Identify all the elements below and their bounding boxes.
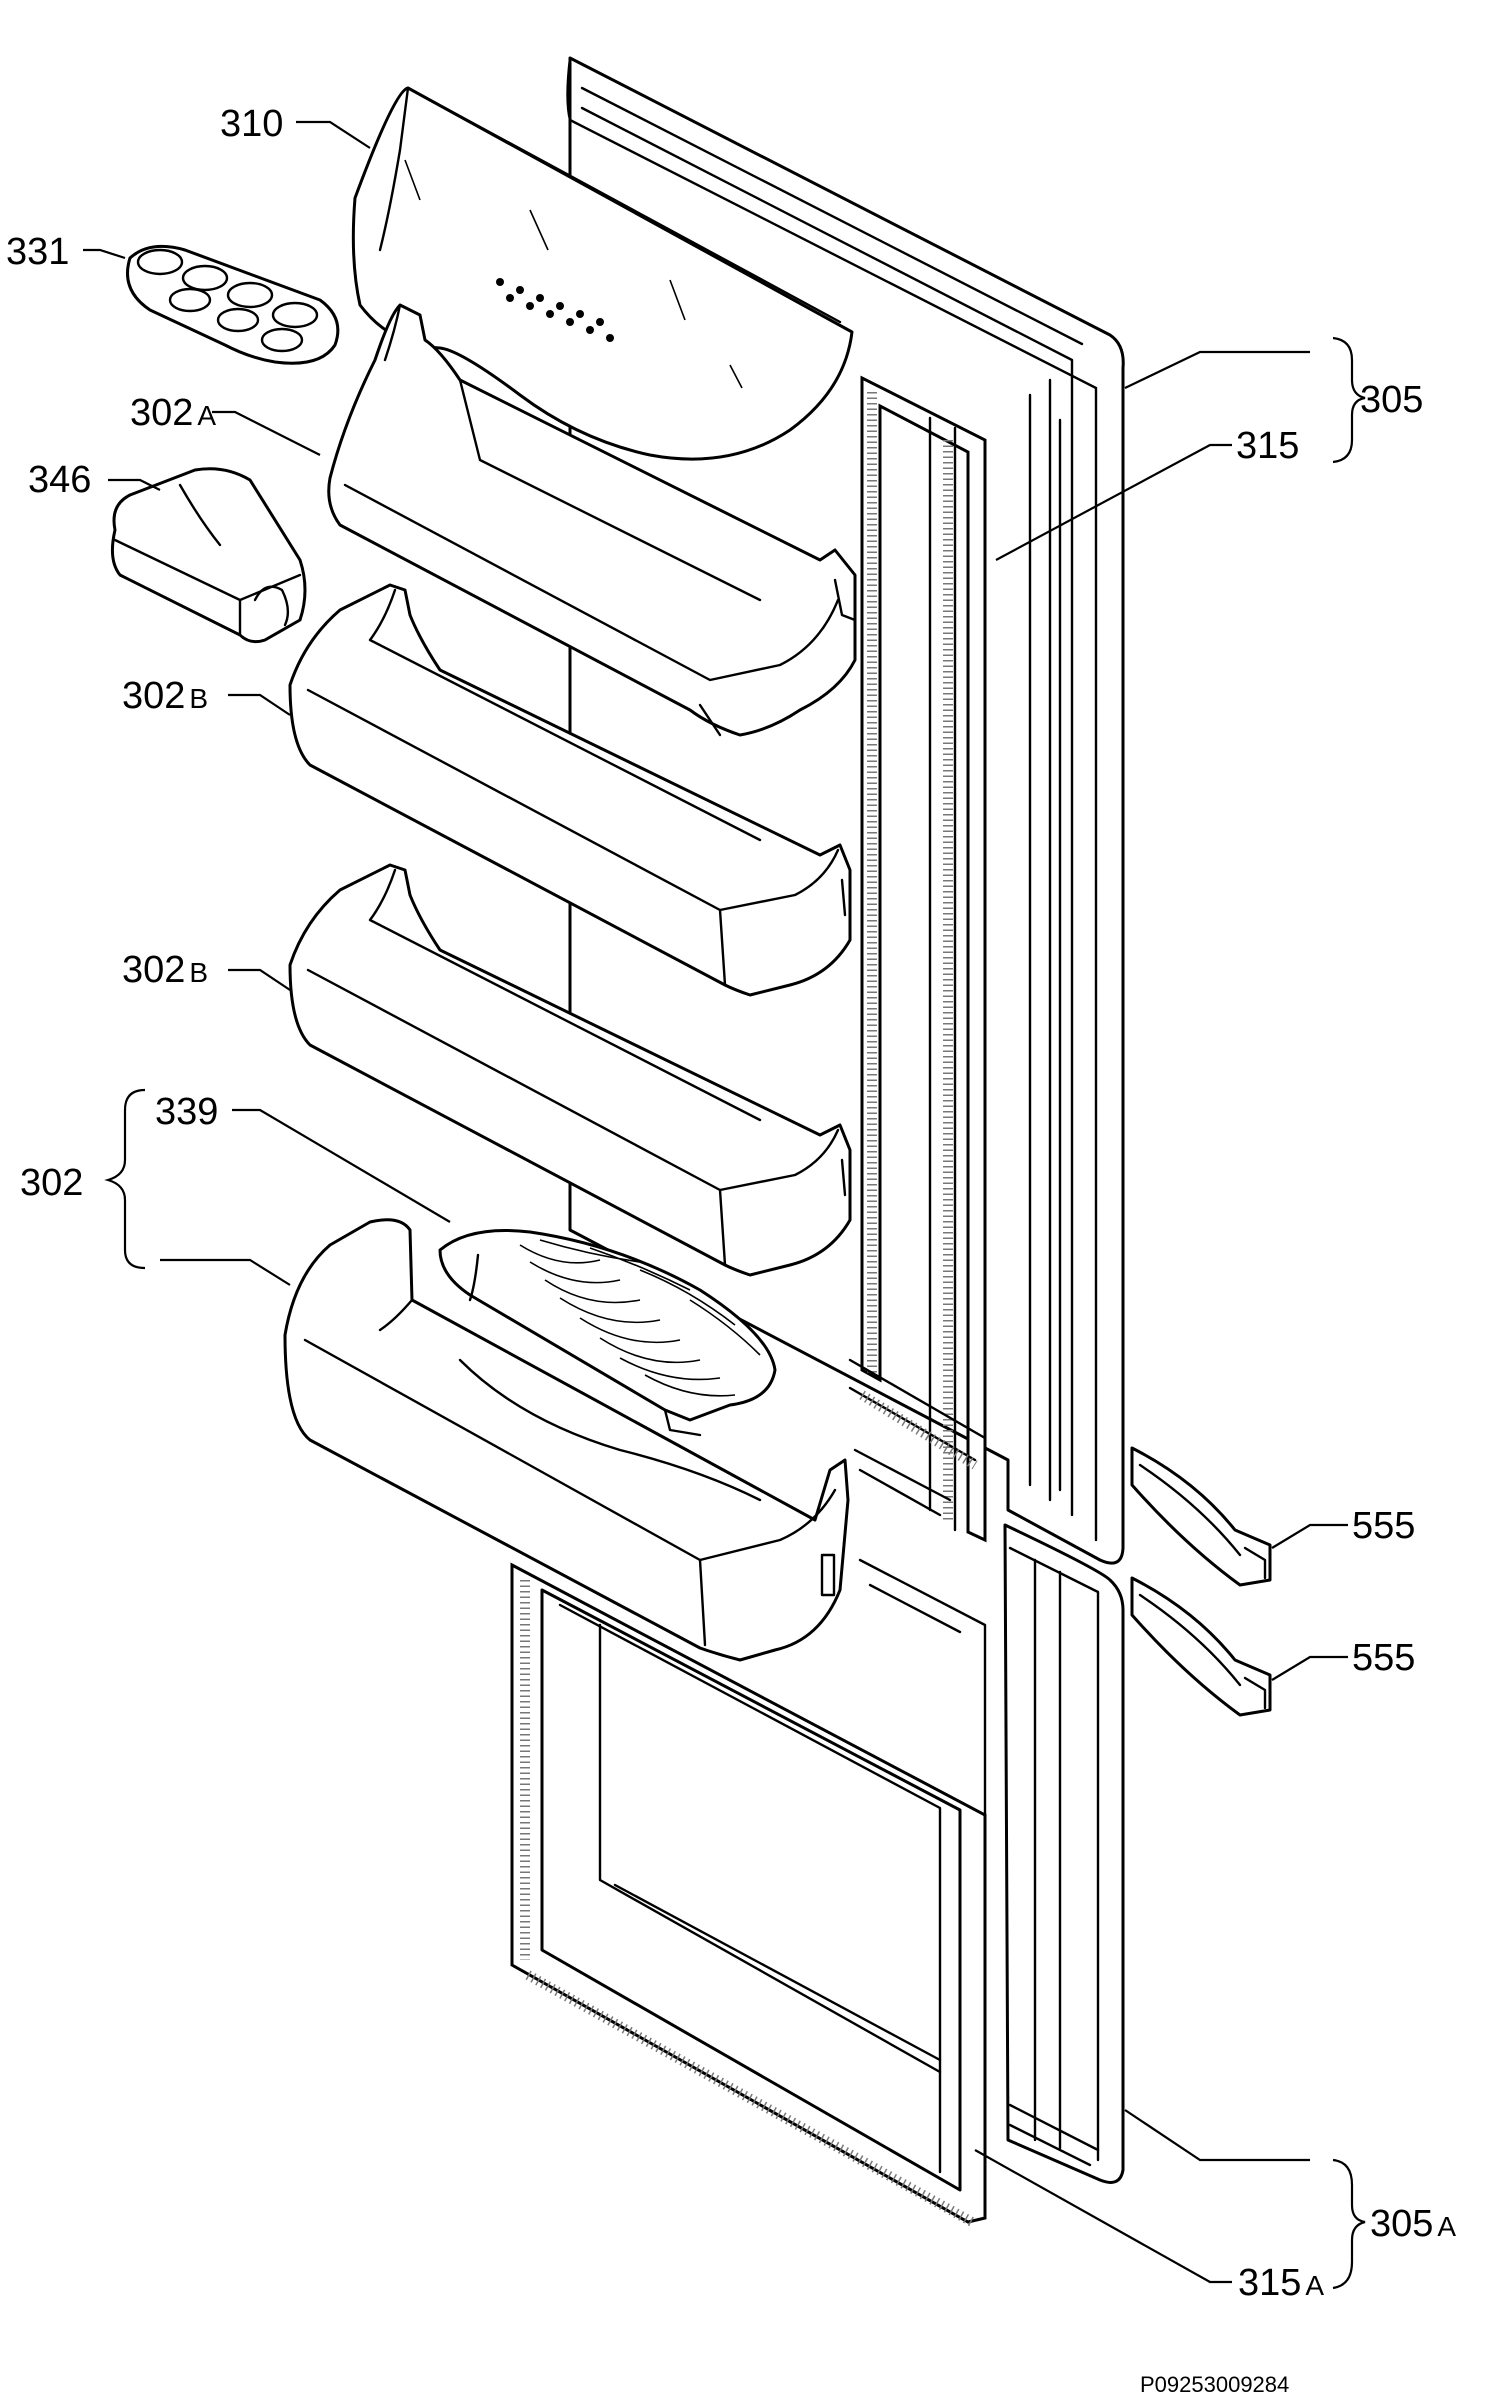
- label-555-upper: 555: [1352, 1505, 1415, 1547]
- leader-lines: [83, 120, 1348, 2284]
- label-346: 346: [28, 459, 91, 501]
- lower-door-panel: [1003, 1523, 1125, 2184]
- bottle-holder-339: [438, 1228, 777, 1437]
- shelf-lid-310: [351, 86, 854, 461]
- label-302: 302: [20, 1162, 83, 1204]
- label-305: 305: [1360, 379, 1423, 421]
- egg-tray-331: [126, 244, 340, 365]
- door-shelf-302b-lower: [288, 863, 852, 1277]
- upper-door-gasket: [848, 375, 987, 1543]
- door-stop-lower: [1130, 1576, 1272, 1717]
- brace-302: [104, 1088, 146, 1270]
- lower-door-gasket: [510, 1558, 987, 2227]
- butter-compartment-346: [110, 467, 307, 644]
- reference-code: P09253009284: [1140, 2372, 1289, 2397]
- label-310: 310: [220, 103, 283, 145]
- door-shelf-302b-upper: [288, 583, 852, 997]
- label-315: 315: [1236, 425, 1299, 467]
- brace-305a: [1332, 2158, 1366, 2290]
- brace-305: [1332, 336, 1366, 464]
- door-shelf-302-bottom: [283, 1218, 850, 1662]
- door-stop-upper: [1130, 1446, 1272, 1587]
- door-shelf-302a: [327, 303, 857, 737]
- label-339: 339: [155, 1091, 218, 1133]
- label-331: 331: [6, 231, 69, 273]
- label-555-lower: 555: [1352, 1637, 1415, 1679]
